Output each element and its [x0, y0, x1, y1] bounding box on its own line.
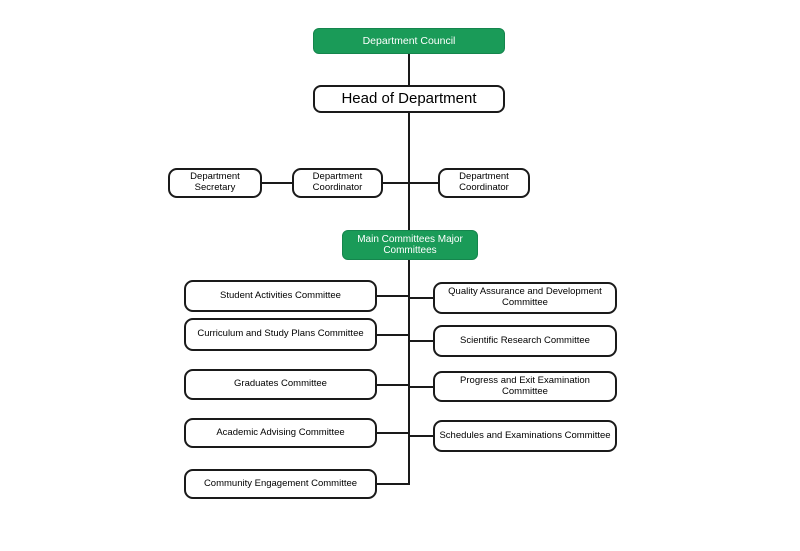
org-node-curriculum-study-plans-committee: Curriculum and Study Plans Committee: [184, 318, 377, 351]
connector-left-academic-advising: [377, 432, 408, 434]
org-node-department-coordinator-1: Department Coordinator: [292, 168, 383, 198]
connector-trunk-coordinator2: [410, 182, 438, 184]
connector-left-student-activities: [377, 295, 408, 297]
connector-coordinator-trunk: [383, 182, 408, 184]
connector-left-curriculum: [377, 334, 408, 336]
org-node-head-of-department: Head of Department: [313, 85, 505, 113]
org-node-scientific-research-committee: Scientific Research Committee: [433, 325, 617, 357]
connector-main-trunk: [408, 259, 410, 485]
org-node-main-committees: Main Committees Major Committees: [342, 230, 478, 260]
org-node-department-secretary: Department Secretary: [168, 168, 262, 198]
org-node-graduates-committee: Graduates Committee: [184, 369, 377, 400]
org-node-department-coordinator-2: Department Coordinator: [438, 168, 530, 198]
connector-right-schedules: [410, 435, 433, 437]
connector-head-to-main-trunk: [408, 112, 410, 231]
connector-secretary-coordinator: [262, 182, 292, 184]
connector-left-community-engagement: [377, 483, 408, 485]
org-node-academic-advising-committee: Academic Advising Committee: [184, 418, 377, 448]
connector-left-graduates: [377, 384, 408, 386]
connector-council-to-head: [408, 53, 410, 86]
org-node-community-engagement-committee: Community Engagement Committee: [184, 469, 377, 499]
connector-right-quality-assurance: [410, 297, 433, 299]
connector-right-progress-exit: [410, 386, 433, 388]
org-node-department-council: Department Council: [313, 28, 505, 54]
org-node-student-activities-committee: Student Activities Committee: [184, 280, 377, 312]
org-node-progress-exit-examination-committee: Progress and Exit Examination Committee: [433, 371, 617, 402]
connector-right-scientific-research: [410, 340, 433, 342]
org-node-quality-assurance-development-committee: Quality Assurance and Development Commit…: [433, 282, 617, 314]
org-node-schedules-examinations-committee: Schedules and Examinations Committee: [433, 420, 617, 452]
